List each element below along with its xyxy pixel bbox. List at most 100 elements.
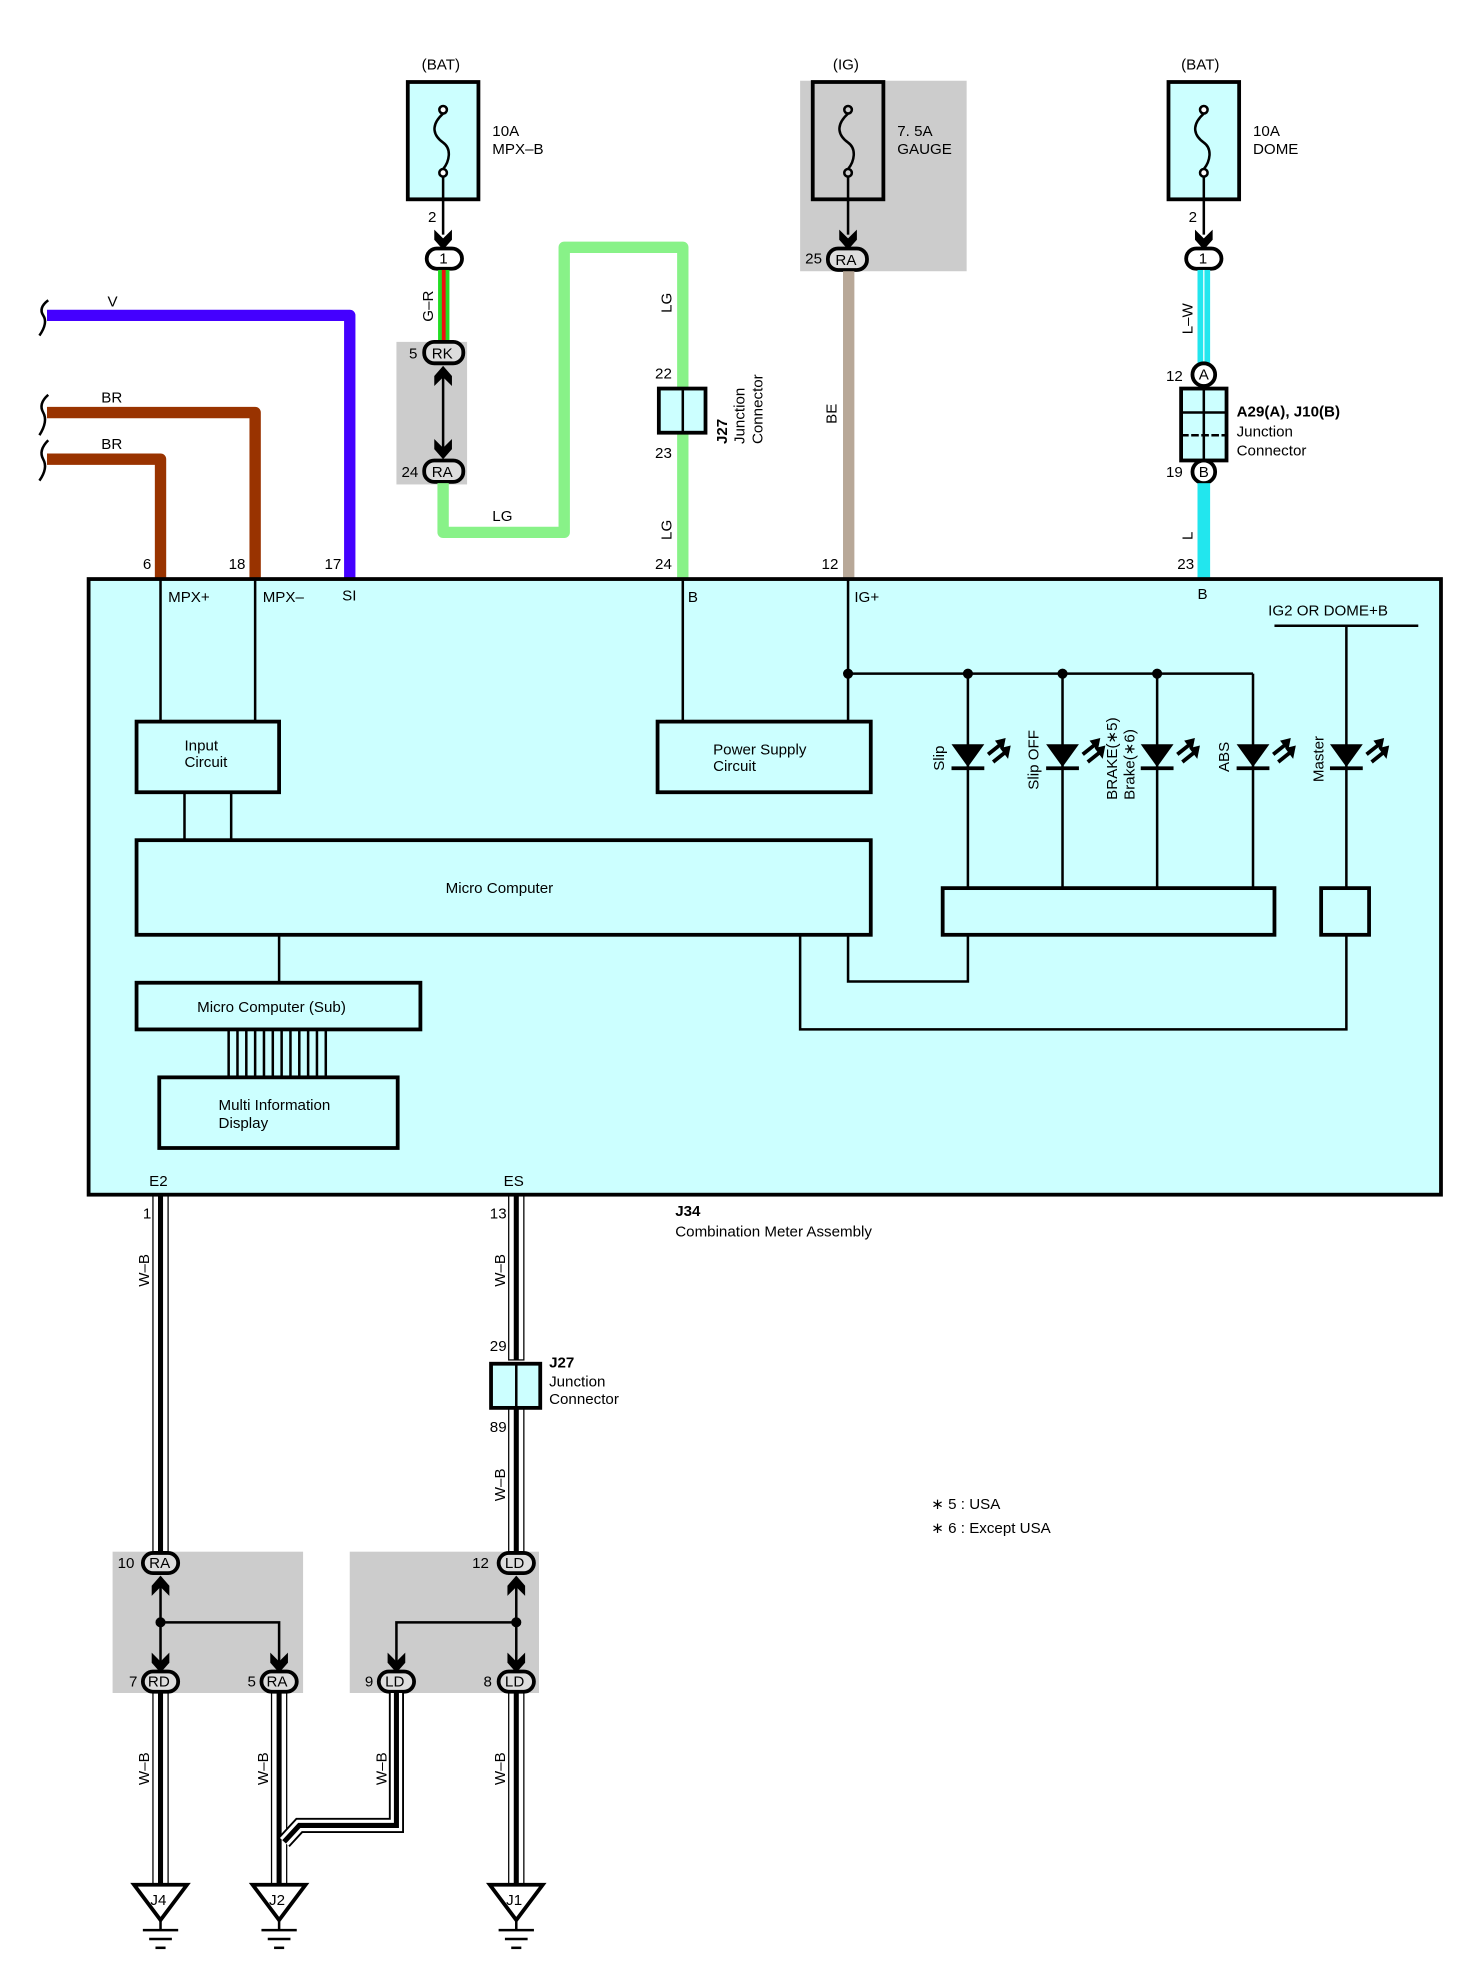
led-icon (1046, 737, 1106, 771)
wire-w-b-j2-branch: W–B (278, 1692, 404, 1847)
ground-j4: J4 (130, 1882, 191, 1950)
ground-icon (498, 1920, 534, 1950)
wire-break-icon (38, 393, 50, 436)
svg-text:Connector: Connector (749, 374, 766, 444)
svg-text:8: 8 (483, 1674, 491, 1691)
connector-ra-24: 24 RA (401, 458, 466, 484)
ground-j1: J1 (486, 1882, 547, 1950)
junction-connector-j27-bottom: 29 89 J27 Junction Connector (489, 1338, 619, 1436)
svg-text:W–B: W–B (373, 1752, 390, 1785)
svg-text:J1: J1 (506, 1892, 522, 1909)
svg-text:W–B: W–B (255, 1752, 272, 1785)
wire-l: L (1179, 483, 1211, 578)
svg-text:25: 25 (805, 251, 822, 268)
led-icon (1140, 737, 1200, 771)
pin-number: 18 (229, 556, 246, 573)
junction-connector-j27-top: 22 23 J27 Junction Connector (655, 365, 766, 461)
svg-text:A: A (1199, 367, 1210, 384)
data-bus (227, 1029, 328, 1078)
fuse-mpx-b: (BAT) 10A MPX–B 2 1 (405, 56, 544, 271)
connector-rk: 5 RK (409, 339, 466, 366)
wire-lg: LG LG LG (437, 241, 689, 578)
svg-text:Multi Information: Multi Information (219, 1097, 331, 1114)
wire-w-b-j2: W–B (255, 1692, 288, 1886)
svg-text:RD: RD (148, 1674, 170, 1691)
svg-text:Junction: Junction (1237, 423, 1293, 440)
svg-text:13: 13 (490, 1206, 507, 1223)
svg-text:12: 12 (1166, 368, 1183, 385)
svg-text:89: 89 (490, 1419, 507, 1436)
svg-text:L–W: L–W (1179, 302, 1196, 334)
wire-label-v: V (108, 294, 119, 311)
svg-text:MPX–B: MPX–B (492, 141, 543, 158)
svg-text:1: 1 (1199, 251, 1207, 268)
led-master: Master (1311, 736, 1390, 782)
svg-text:LG: LG (492, 508, 512, 525)
wire-w-b-j4: W–B (136, 1692, 169, 1886)
svg-text:J27: J27 (549, 1355, 574, 1372)
svg-text:Master: Master (1311, 736, 1328, 782)
wire-w-b-e2: 1 W–B (136, 1195, 169, 1554)
svg-text:Input: Input (184, 738, 218, 755)
pin-label: E2 (149, 1173, 168, 1190)
svg-text:LG: LG (658, 520, 675, 540)
svg-text:A29(A), J10(B): A29(A), J10(B) (1237, 403, 1340, 420)
svg-text:LD: LD (505, 1555, 524, 1572)
wire-label-br: BR (101, 436, 122, 453)
svg-text:Power Supply: Power Supply (713, 741, 807, 758)
pin-number: 23 (1177, 556, 1194, 573)
svg-text:Micro Computer (Sub): Micro Computer (Sub) (197, 999, 346, 1016)
svg-text:22: 22 (655, 365, 672, 382)
svg-text:9: 9 (365, 1674, 373, 1691)
svg-text:LG: LG (658, 293, 675, 313)
pin-label: IG+ (854, 589, 879, 606)
footnote: ∗ 6 : Except USA (931, 1520, 1051, 1537)
fuse-source-label: (BAT) (1181, 56, 1219, 73)
svg-text:LD: LD (385, 1674, 404, 1691)
svg-text:Slip: Slip (931, 746, 948, 771)
svg-text:J2: J2 (269, 1892, 285, 1909)
meter-id-label: J34 (675, 1203, 701, 1220)
fuse-dome: (BAT) 10A DOME 2 1 (1166, 56, 1298, 271)
svg-text:Connector: Connector (1237, 442, 1307, 459)
svg-text:Micro Computer: Micro Computer (446, 880, 554, 897)
svg-text:J27: J27 (714, 419, 731, 444)
fuse-icon (1194, 104, 1211, 178)
wire-w-b-j27: W–B (492, 1408, 525, 1554)
wire-be: BE (824, 271, 855, 578)
svg-text:2: 2 (1189, 209, 1197, 226)
led-abs: ABS (1216, 737, 1296, 772)
svg-text:RA: RA (149, 1555, 171, 1572)
indicator-driver-block (940, 886, 1277, 937)
svg-text:GAUGE: GAUGE (897, 141, 952, 158)
wire-br-6: BR (38, 436, 167, 578)
pin-label: MPX– (263, 589, 305, 606)
connector-oval (424, 246, 464, 271)
wire-w-b-j1: W–B (492, 1692, 525, 1886)
footnotes: ∗ 5 : USA ∗ 6 : Except USA (931, 1496, 1051, 1537)
fuse-source-label: (IG) (833, 56, 859, 73)
pin-label: B (1198, 586, 1208, 603)
pin-label: MPX+ (168, 589, 210, 606)
wire-g-r: G–R (420, 269, 450, 342)
fuse-gauge: (IG) 7. 5A GAUGE 25 RA (805, 56, 952, 272)
power-supply-circuit-block: Power Supply Circuit (655, 719, 873, 795)
ground-j2: J2 (248, 1882, 310, 1950)
combination-meter-assembly: 6 18 17 24 12 23 MPX+ MPX– SI B IG+ B IG… (86, 556, 1443, 1197)
fuse-source-label: (BAT) (422, 56, 460, 73)
led-slip: Slip (931, 737, 1011, 771)
svg-text:W–B: W–B (492, 1468, 509, 1501)
pin-label: ES (504, 1173, 524, 1190)
micro-computer-block: Micro Computer (134, 838, 873, 937)
junction-connector-a29-j10: 12 A 19 B A29(A), J10(B) Junction Connec… (1166, 361, 1340, 486)
svg-text:Circuit: Circuit (713, 758, 757, 775)
wire-break-icon (38, 299, 50, 337)
svg-text:19: 19 (1166, 464, 1183, 481)
pin-number: 24 (655, 556, 672, 573)
svg-text:ABS: ABS (1216, 742, 1233, 772)
svg-text:Junction: Junction (732, 388, 749, 444)
svg-text:BE: BE (824, 404, 841, 424)
svg-text:Display: Display (219, 1115, 269, 1132)
svg-text:1: 1 (143, 1206, 151, 1223)
